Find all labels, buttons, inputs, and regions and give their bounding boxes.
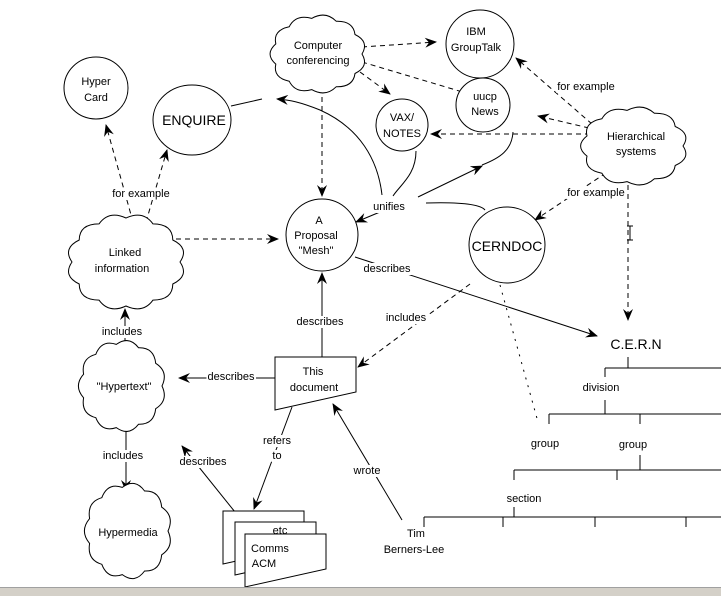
group-label-2: group	[619, 439, 647, 451]
label-background	[100, 326, 144, 338]
document-line1: This	[303, 366, 324, 378]
node-enquire[interactable]	[152, 84, 232, 156]
node-this-document[interactable]	[274, 356, 357, 411]
label-background	[566, 187, 626, 199]
cern-label: C.E.R.N	[610, 336, 661, 352]
edge-unifies-mesh	[355, 211, 381, 223]
edge-enquire-stub	[230, 98, 263, 107]
enquire-label: ENQUIRE	[162, 112, 226, 128]
label-background	[295, 316, 346, 328]
label-for-example-linked: for example	[112, 188, 169, 200]
label-includes-linked: includes	[102, 326, 143, 338]
docs-etc: etc	[273, 525, 288, 537]
edge-conf-uucp	[361, 61, 477, 98]
mesh-line3: "Mesh"	[299, 245, 334, 257]
label-background	[362, 263, 413, 275]
edge-unifies-uucp-curve	[481, 131, 514, 166]
label-background	[351, 465, 382, 477]
edge-cerndoc-document	[357, 283, 471, 368]
edge-cerndoc-group	[499, 284, 539, 423]
edge-conf-vax	[359, 71, 391, 95]
uucp-line1: uucp	[473, 91, 497, 103]
edge-author-document	[332, 403, 403, 521]
edge-linked-enquire	[145, 149, 169, 223]
label-background	[206, 371, 257, 383]
ibm-line1: IBM	[466, 26, 486, 38]
edge-unifies-cerndoc	[425, 202, 486, 211]
document-line2: document	[290, 382, 338, 394]
label-unifies: unifies	[373, 201, 405, 213]
edge-conf-ibm	[361, 37, 437, 48]
cloud-hypermedia[interactable]	[83, 482, 171, 580]
cloud-linked-information[interactable]	[68, 214, 184, 310]
edge-linked-hypercard	[104, 124, 134, 223]
uucp-line2: News	[471, 106, 499, 118]
edge-unifies-uucp	[417, 165, 483, 198]
hypercard-line2: Card	[84, 92, 108, 104]
vax-line1: VAX/	[390, 112, 415, 124]
section-label: section	[507, 493, 542, 505]
node-uucp-news[interactable]	[455, 77, 511, 133]
edge-unifies-enquire	[276, 94, 383, 196]
node-docs-stack[interactable]	[222, 510, 327, 588]
label-background	[372, 201, 407, 213]
ibm-line2: GroupTalk	[451, 42, 502, 54]
edge-unifies-vax	[392, 150, 417, 197]
node-vax-notes[interactable]	[375, 98, 429, 152]
label-background	[178, 456, 229, 468]
label-background	[271, 450, 283, 462]
label-describes-document-hypertext: describes	[207, 371, 255, 383]
hypertext-label: "Hypertext"	[97, 381, 152, 393]
mesh-line1: A	[315, 215, 323, 227]
hypermedia-label: Hypermedia	[98, 527, 158, 539]
edge-hier-ibm	[515, 57, 593, 125]
group-label-1: group	[531, 438, 559, 450]
vax-line2: NOTES	[383, 128, 421, 140]
label-background	[261, 435, 293, 447]
label-includes-hypermedia: includes	[103, 450, 144, 462]
linked-line1: Linked	[109, 247, 141, 259]
linked-line2: information	[95, 263, 149, 275]
hier-line1: Hierarchical	[607, 131, 665, 143]
cloud-hypertext[interactable]	[77, 340, 165, 432]
author-line1: Tim	[407, 528, 425, 540]
label-to: to	[272, 450, 281, 462]
node-cerndoc[interactable]	[468, 206, 546, 284]
label-describes-mesh-cern: describes	[363, 263, 411, 275]
cloud-hierarchical-systems[interactable]	[580, 106, 687, 186]
label-background	[556, 81, 616, 93]
label-for-example-bottom: for example	[567, 187, 624, 199]
node-hypercard[interactable]	[63, 56, 129, 120]
author-line2: Berners-Lee	[384, 544, 445, 556]
label-background	[384, 312, 428, 324]
hier-line2: systems	[616, 146, 657, 158]
label-describes-docs: describes	[179, 456, 227, 468]
label-describes-document-mesh: describes	[296, 316, 344, 328]
label-background	[101, 450, 145, 462]
cloud-computer-conferencing[interactable]	[269, 14, 366, 94]
window-bottom-edge	[0, 587, 721, 596]
conf-line1: Computer	[294, 40, 343, 52]
label-refers: refers	[263, 435, 292, 447]
hypercard-line1: Hyper	[81, 76, 111, 88]
text-cursor-icon	[627, 225, 633, 241]
label-includes-cerndoc: includes	[386, 312, 427, 324]
docs-comms: Comms	[251, 543, 289, 555]
docs-acm: ACM	[252, 558, 276, 570]
cerndoc-label: CERNDOC	[472, 238, 543, 254]
conf-line2: conferencing	[287, 55, 350, 67]
edge-hier-uucp	[537, 113, 590, 129]
mesh-line2: Proposal	[294, 230, 337, 242]
label-background	[111, 188, 171, 200]
node-mesh[interactable]	[285, 198, 359, 272]
label-for-example-top: for example	[557, 81, 614, 93]
cern-org-tree	[423, 357, 721, 527]
division-label: division	[583, 382, 620, 394]
label-wrote: wrote	[353, 465, 381, 477]
